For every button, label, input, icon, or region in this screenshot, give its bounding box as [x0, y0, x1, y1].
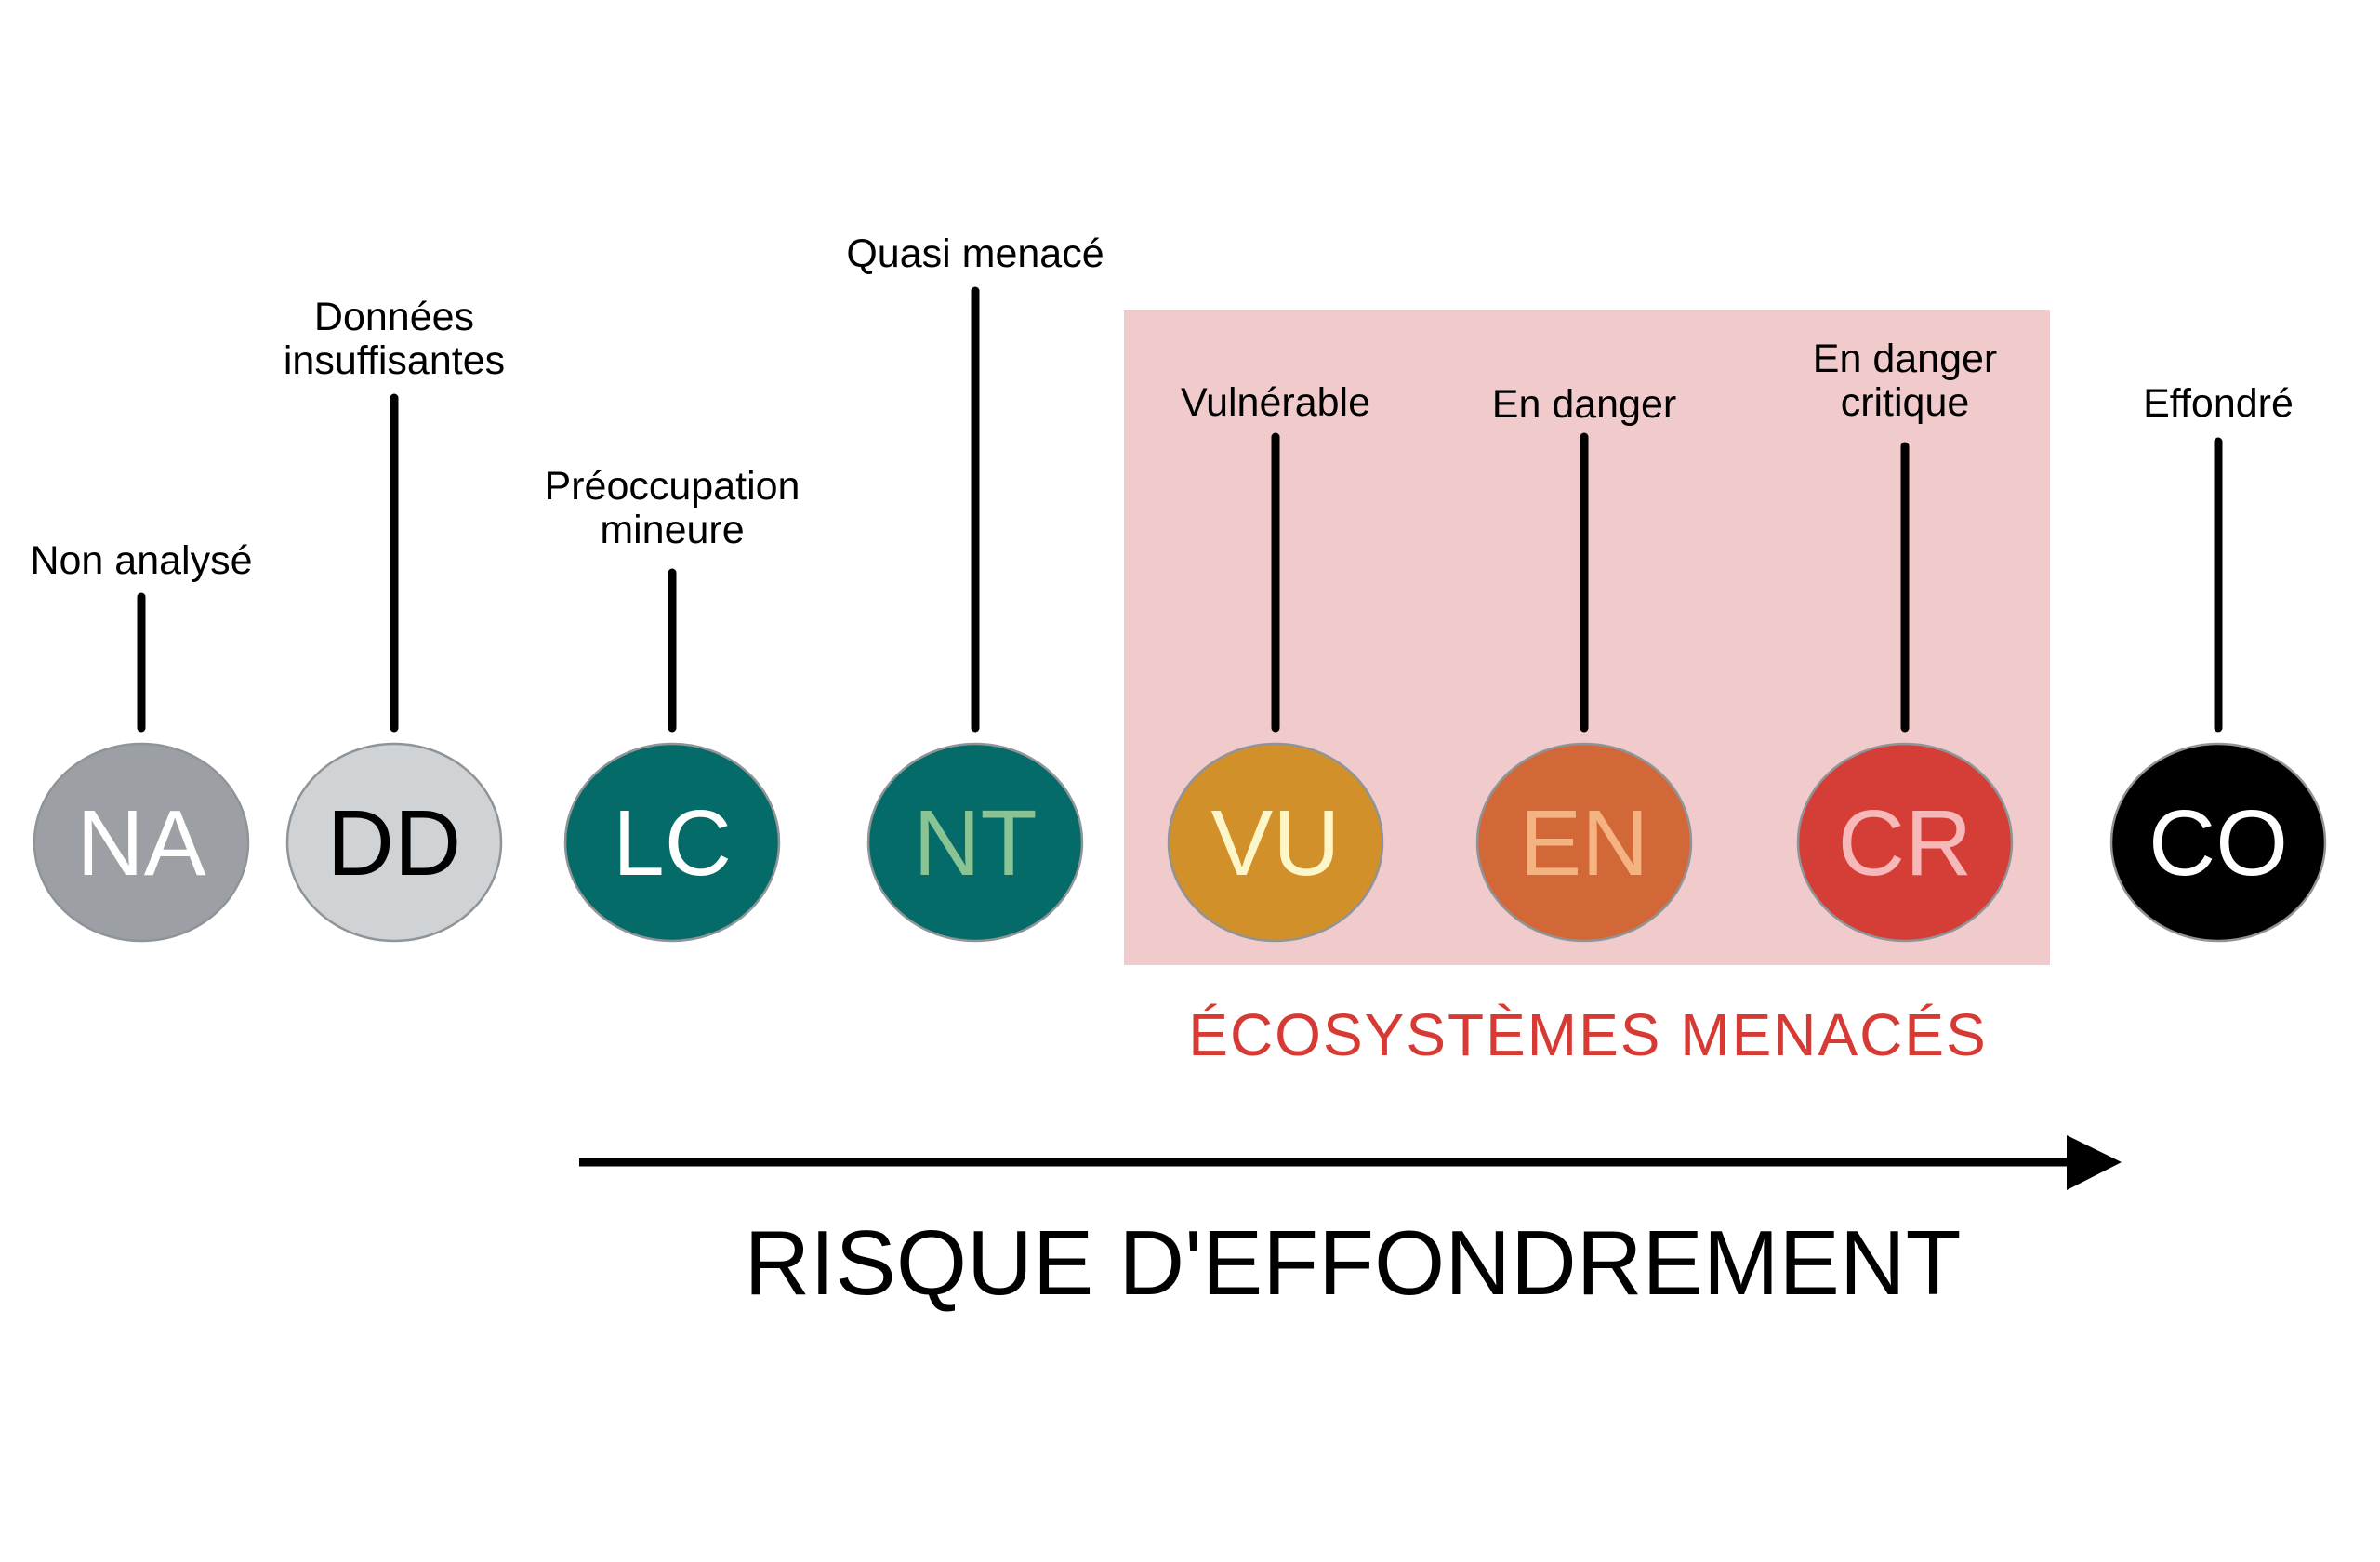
category-label: critique	[1841, 380, 1970, 425]
category-code: VU	[1211, 791, 1341, 895]
category-badge	[563, 742, 781, 943]
category-label: Données	[314, 295, 474, 339]
category-label: Préoccupation	[545, 464, 800, 509]
category-label: Quasi menacé	[846, 232, 1104, 276]
category-label: Effondré	[2143, 381, 2294, 426]
risk-axis-title: RISQUE D'EFFONDREMENT	[744, 1211, 1961, 1314]
category-badge	[285, 742, 503, 943]
category-code: EN	[1520, 791, 1649, 895]
category-badge	[1475, 742, 1693, 943]
category-label: En danger	[1492, 382, 1676, 427]
arrow-right-icon	[2067, 1135, 2122, 1190]
category-label: En danger	[1813, 337, 1997, 381]
category-code: DD	[327, 791, 461, 895]
category-badge	[1167, 742, 1384, 943]
category-badge	[1796, 742, 2014, 943]
category-label: Non analysé	[30, 538, 252, 583]
category-badge	[2109, 742, 2327, 943]
category-code: NT	[913, 791, 1037, 895]
threatened-ecosystems-title: ÉCOSYSTÈMES MENACÉS	[1188, 1001, 1988, 1068]
category-label: Vulnérable	[1181, 380, 1370, 425]
category-label: mineure	[600, 508, 744, 552]
category-code: NA	[77, 791, 206, 895]
category-list: Non analyséNADonnéesinsuffisantesDDPréoc…	[30, 232, 2327, 943]
category-label: insuffisantes	[284, 338, 505, 383]
category-code: CO	[2149, 791, 2288, 895]
category-code: LC	[613, 791, 732, 895]
category-badge	[33, 742, 250, 943]
risk-arrow	[579, 1135, 2122, 1190]
category-badge	[866, 742, 1084, 943]
category-code: CR	[1838, 791, 1972, 895]
